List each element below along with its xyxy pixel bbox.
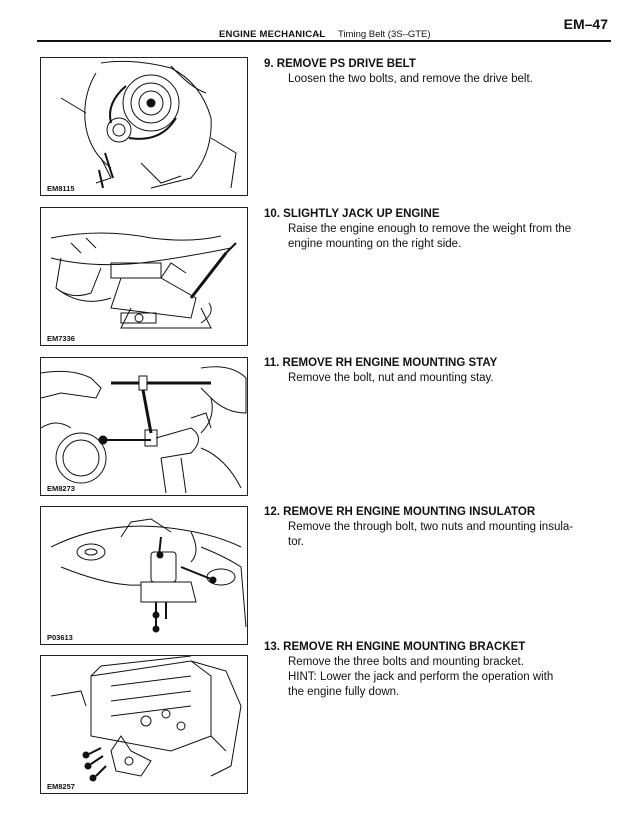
header-rule	[37, 40, 611, 42]
page-number: EM–47	[563, 16, 608, 32]
figure-mounting-bracket: EM8257	[40, 655, 248, 794]
step-line: engine mounting on the right side.	[288, 238, 462, 250]
jack-illustration	[50, 232, 237, 329]
figure-code: P03613	[45, 633, 75, 642]
step-line: Raise the engine enough to remove the we…	[288, 223, 572, 235]
header-separator: –	[316, 29, 322, 40]
ps-pulley-illustration	[60, 60, 237, 189]
step-body: Loosen the two bolts, and remove the dri…	[288, 72, 594, 87]
bracket-illustration	[50, 656, 242, 782]
step-line: HINT: Lower the jack and perform the ope…	[288, 671, 554, 683]
step-title: 13. REMOVE RH ENGINE MOUNTING BRACKET	[264, 641, 526, 653]
step-line: Remove the three bolts and mounting brac…	[288, 656, 524, 668]
figure-jack-up-engine: EM7336	[40, 207, 248, 346]
page-header: EM–47 ENGINE MECHANICAL – Timing Belt (3…	[0, 0, 638, 44]
step-title: 11. REMOVE RH ENGINE MOUNTING STAY	[264, 357, 498, 369]
step-body: Remove the three bolts and mounting brac…	[288, 655, 594, 700]
step-13: 13. REMOVE RH ENGINE MOUNTING BRACKET Re…	[264, 640, 594, 700]
step-9: 9. REMOVE PS DRIVE BELT Loosen the two b…	[264, 57, 594, 87]
figure-ps-drive-belt: EM8115	[40, 57, 248, 196]
step-title: 12. REMOVE RH ENGINE MOUNTING INSULATOR	[264, 506, 536, 518]
step-title: 10. SLIGHTLY JACK UP ENGINE	[264, 208, 440, 220]
step-line: Remove the through bolt, two nuts and mo…	[288, 521, 574, 533]
figure-mounting-insulator: P03613	[40, 506, 248, 645]
step-body: Raise the engine enough to remove the we…	[288, 222, 594, 252]
subsection-title: Timing Belt (3S–GTE)	[338, 29, 431, 40]
figure-code: EM7336	[45, 334, 77, 343]
figure-code: EM8257	[45, 782, 77, 791]
step-12: 12. REMOVE RH ENGINE MOUNTING INSULATOR …	[264, 505, 594, 550]
step-11: 11. REMOVE RH ENGINE MOUNTING STAY Remov…	[264, 356, 594, 386]
step-line: Loosen the two bolts, and remove the dri…	[288, 73, 533, 85]
step-line: the engine fully down.	[288, 686, 400, 698]
insulator-illustration	[50, 518, 247, 633]
step-body: Remove the through bolt, two nuts and mo…	[288, 520, 594, 550]
step-10: 10. SLIGHTLY JACK UP ENGINE Raise the en…	[264, 207, 594, 252]
step-line: Remove the bolt, nut and mounting stay.	[288, 372, 494, 384]
t-wrench-illustration	[41, 366, 247, 494]
figure-code: EM8115	[45, 184, 77, 193]
step-line: tor.	[288, 536, 304, 548]
section-title: ENGINE MECHANICAL	[219, 29, 326, 40]
figure-mounting-stay: EM8273	[40, 357, 248, 496]
figure-code: EM8273	[45, 484, 77, 493]
step-title: 9. REMOVE PS DRIVE BELT	[264, 58, 416, 70]
step-body: Remove the bolt, nut and mounting stay.	[288, 371, 594, 386]
